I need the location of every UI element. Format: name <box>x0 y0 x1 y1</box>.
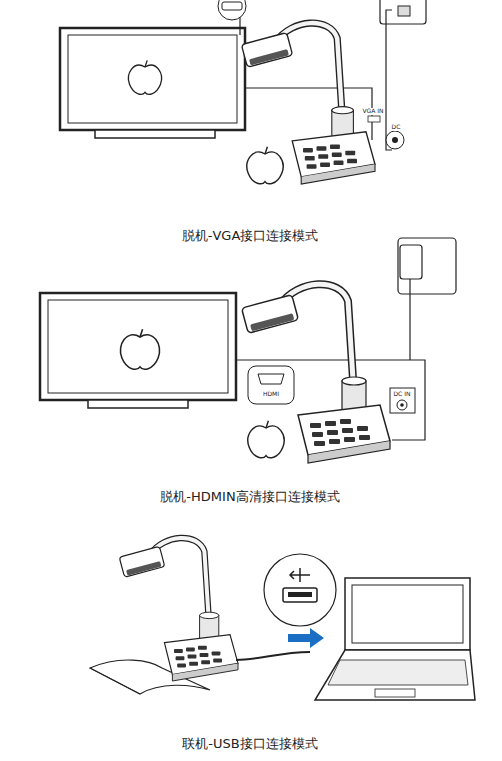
port-label: VGA IN <box>361 108 384 115</box>
port-label: HDMI <box>262 391 280 398</box>
port-label: DC IN <box>393 391 412 398</box>
caption: 脱机-VGA接口连接模式 <box>179 229 322 243</box>
caption: 脱机-HDMIN高清接口连接模式 <box>157 490 342 504</box>
port-label: DC <box>391 124 402 131</box>
caption: 联机-USB接口连接模式 <box>179 737 320 751</box>
